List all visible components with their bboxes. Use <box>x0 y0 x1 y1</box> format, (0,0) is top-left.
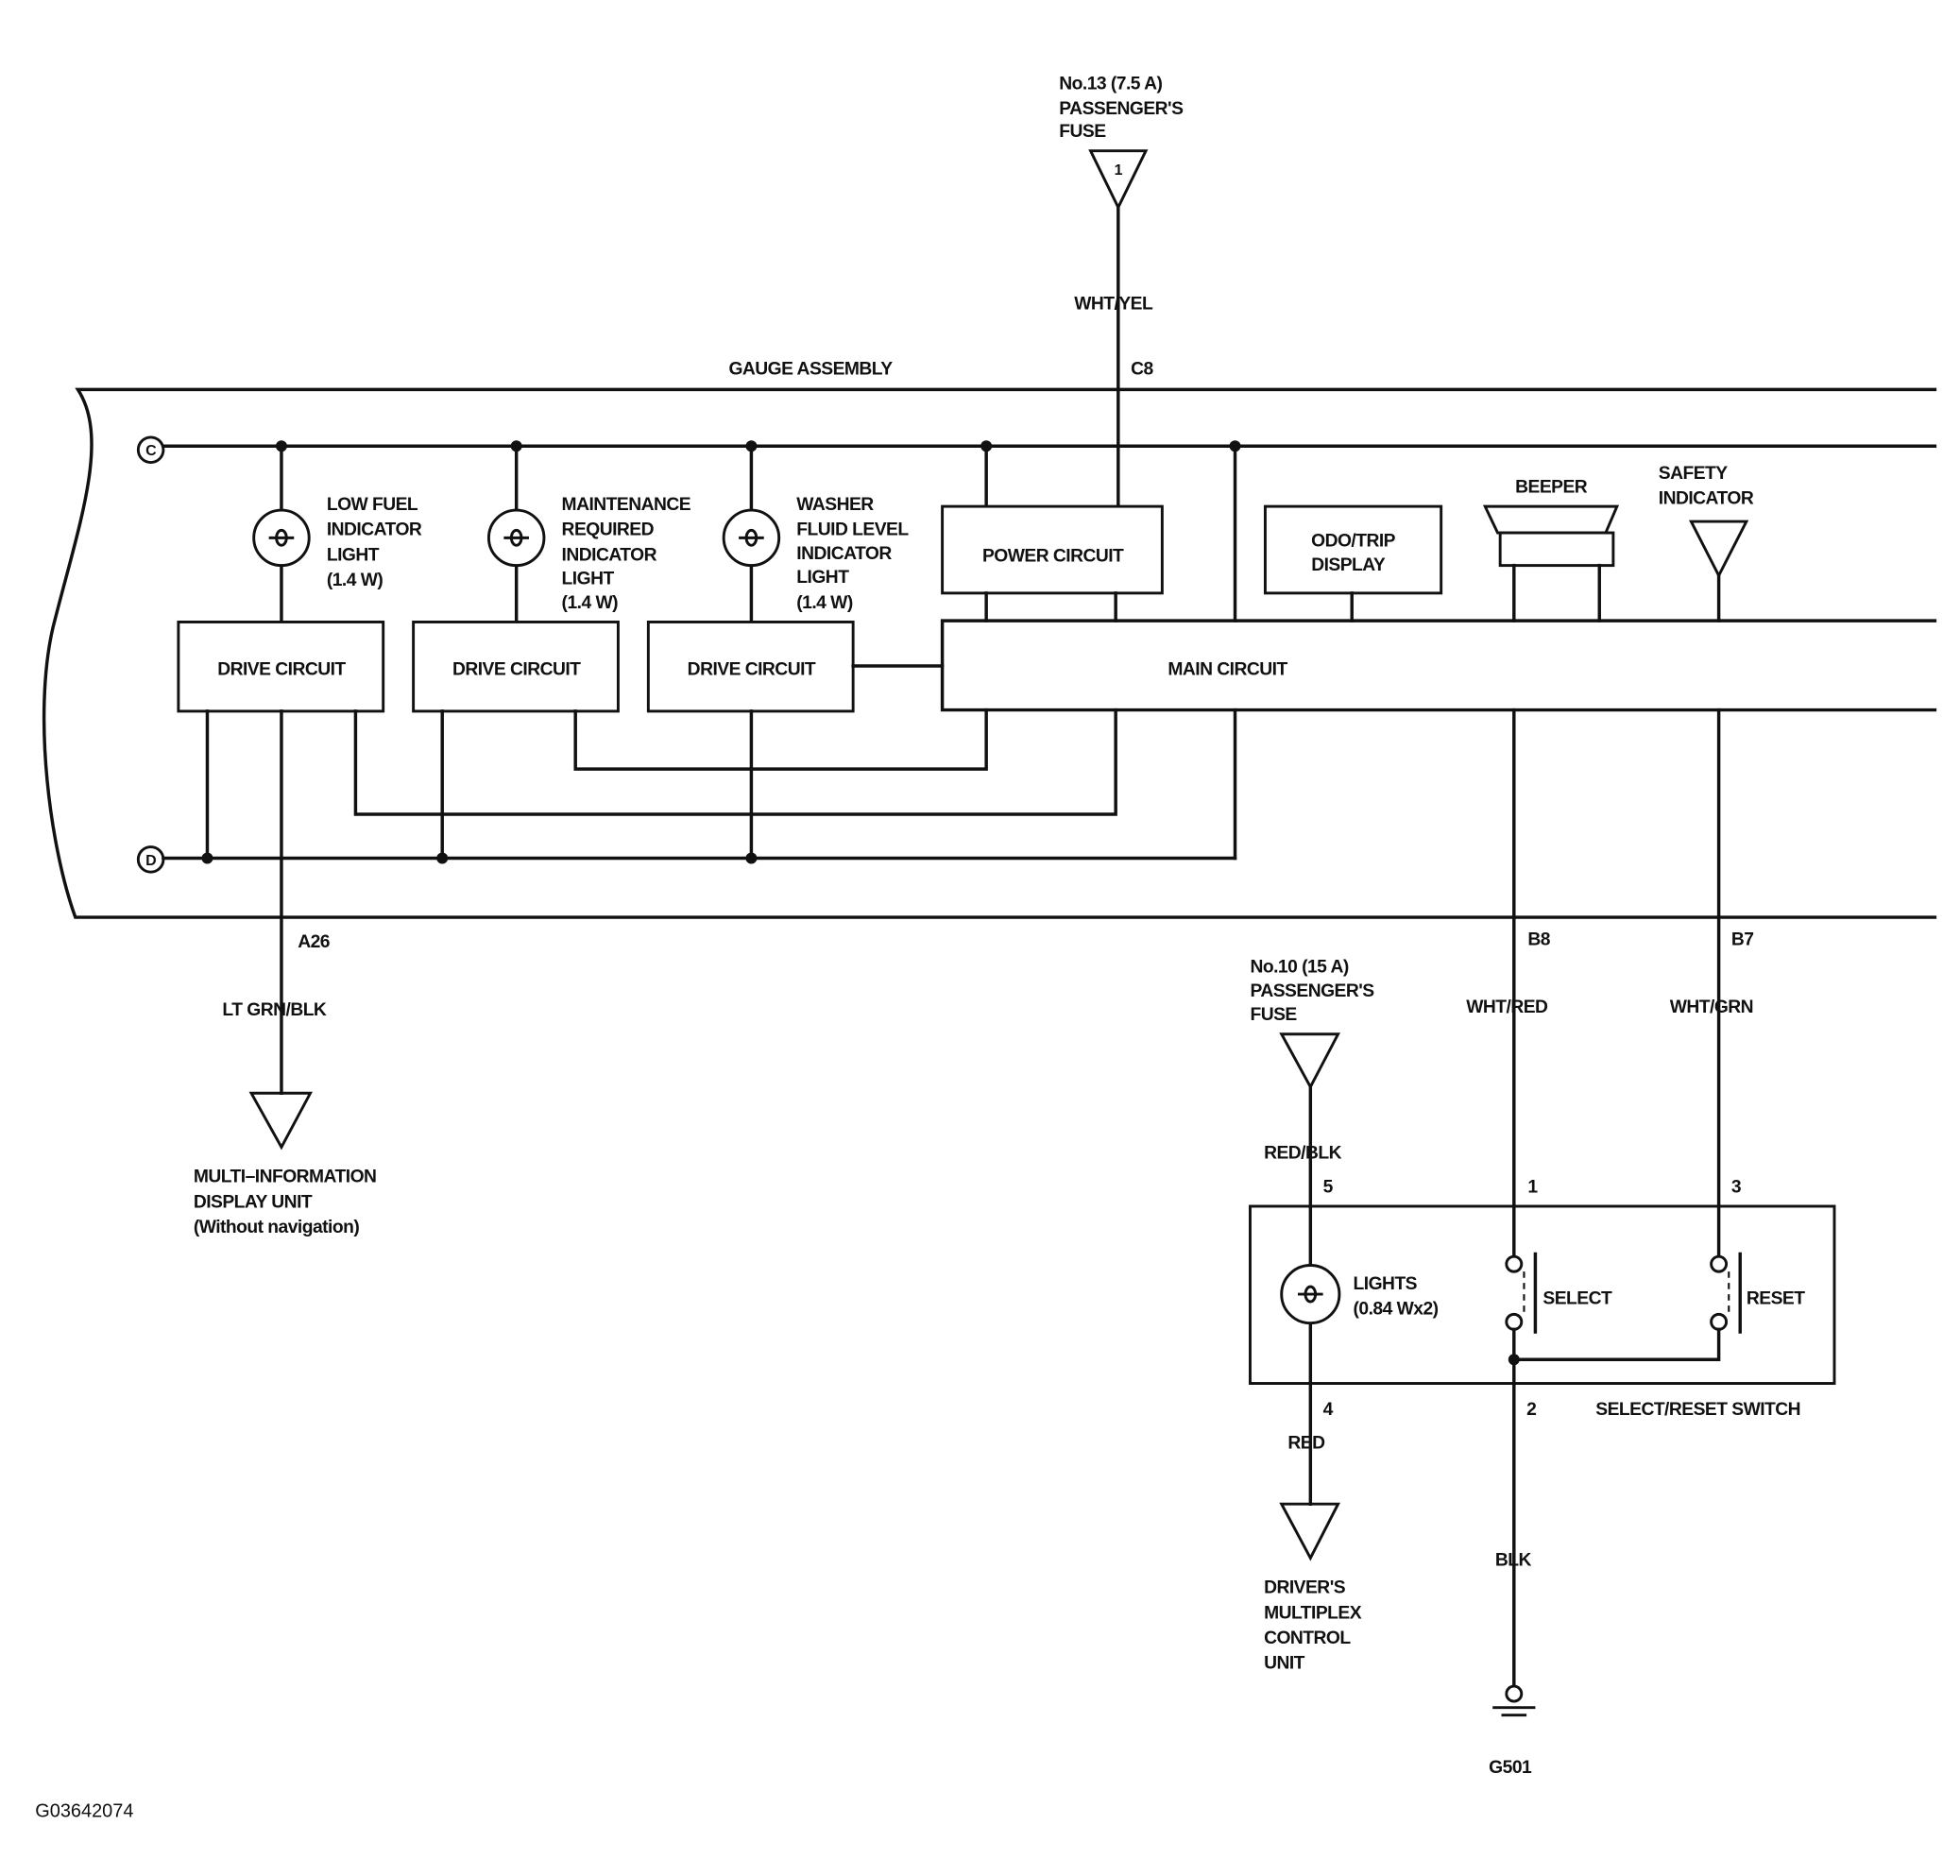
fuse-13: No.13 (7.5 A) PASSENGER'S FUSE 1 WHT/YEL <box>1059 74 1185 508</box>
fuse-13-label: No.13 (7.5 A) <box>1059 74 1162 94</box>
safety-indicator-label: SAFETY <box>1659 464 1728 484</box>
fuse-13-label: PASSENGER'S <box>1059 99 1184 119</box>
power-circuit-box <box>941 504 1164 595</box>
lamp-maintenance: MAINTENANCE REQUIRED INDICATOR LIGHT (1.… <box>486 495 691 613</box>
main-circuit-label: MAIN CIRCUIT <box>1167 659 1287 679</box>
drive-circuit-box <box>177 621 385 713</box>
wire-wht-red-label: WHT/RED <box>1466 998 1548 1017</box>
lamp-label: INDICATOR <box>796 544 892 564</box>
beeper-icon <box>1482 504 1620 535</box>
lamp-label: LIGHT <box>796 568 849 588</box>
lamp-label: INDICATOR <box>562 545 657 565</box>
figure-code: G03642074 <box>35 1800 133 1821</box>
reset-label: RESET <box>1747 1289 1805 1309</box>
wire-wht-yel-label: WHT/YEL <box>1074 294 1153 314</box>
wire-lt-grn-blk-label: LT GRN/BLK <box>222 1000 327 1020</box>
select-reset-switch-box <box>1249 1204 1836 1385</box>
lamp-label: WASHER <box>796 495 874 515</box>
gauge-assembly-title: GAUGE ASSEMBLY <box>728 359 893 379</box>
drive-circuit-label: DRIVE CIRCUIT <box>217 659 346 679</box>
lamp-label: LIGHT <box>327 545 380 565</box>
odo-trip-display-box <box>1263 504 1443 595</box>
odo-trip-display-label: ODO/TRIP <box>1311 532 1396 552</box>
drive-circuit-label: DRIVE CIRCUIT <box>688 659 816 679</box>
fuse-10-label: FUSE <box>1250 1005 1297 1025</box>
fuse-13-label: FUSE <box>1059 122 1106 142</box>
pin-label: 1 <box>1527 1177 1538 1197</box>
lamp-label: INDICATOR <box>327 520 422 540</box>
drivers-mcu-triangle <box>1279 1502 1340 1561</box>
ground-terminal-icon <box>1505 1684 1524 1703</box>
odo-trip-display-label: DISPLAY <box>1311 555 1386 575</box>
select-label: SELECT <box>1542 1289 1612 1309</box>
wire-red-label: RED <box>1287 1434 1325 1454</box>
wire-blk-label: BLK <box>1495 1550 1532 1570</box>
pin-label: 2 <box>1526 1400 1536 1420</box>
lamp-label: REQUIRED <box>562 520 655 540</box>
drive-circuit-box <box>412 621 620 713</box>
lights-label: (0.84 Wx2) <box>1354 1299 1439 1319</box>
lamp-label: (1.4 W) <box>327 571 383 590</box>
multi-info-display-label: (Without navigation) <box>194 1218 359 1237</box>
drivers-mcu-label: MULTIPLEX <box>1264 1603 1362 1623</box>
fuse-13-terminal: 1 <box>1115 162 1123 179</box>
main-circuit-box <box>940 619 1937 712</box>
fuse-10-triangle <box>1279 1032 1341 1090</box>
contact-icon <box>1710 1254 1729 1273</box>
wire-wht-grn-label: WHT/GRN <box>1670 998 1753 1017</box>
lamp-label: (1.4 W) <box>796 593 853 613</box>
lamp-label: (1.4 W) <box>562 593 619 613</box>
pin-label: 4 <box>1323 1400 1334 1420</box>
drive-circuit-label: DRIVE CIRCUIT <box>452 659 581 679</box>
bus-d-label: D <box>145 853 156 869</box>
drivers-mcu-label: CONTROL <box>1264 1629 1351 1648</box>
contact-icon <box>1505 1254 1524 1273</box>
lamp-label: FLUID LEVEL <box>796 520 909 540</box>
lamp-label: LIGHT <box>562 570 615 589</box>
bus-c-label: C <box>145 443 157 459</box>
contact-icon <box>1505 1312 1524 1331</box>
connector-a26-label: A26 <box>298 932 331 952</box>
lamp-washer: WASHER FLUID LEVEL INDICATOR LIGHT (1.4 … <box>722 495 910 613</box>
connector-c8-label: C8 <box>1131 359 1153 379</box>
fuse-10-label: No.10 (15 A) <box>1250 958 1348 978</box>
contact-icon <box>1710 1312 1729 1331</box>
select-reset-wiring: B8 B7 WHT/RED WHT/GRN No.10 (15 A) PASSE… <box>1249 708 1836 1778</box>
fuse-10-label: PASSENGER'S <box>1250 981 1374 1001</box>
connector-b7-label: B7 <box>1731 929 1754 949</box>
multi-info-display: A26 LT GRN/BLK MULTI–INFORMATION DISPLAY… <box>194 932 377 1237</box>
multi-info-display-label: DISPLAY UNIT <box>194 1192 313 1212</box>
wire-drive-to-main <box>353 708 1117 816</box>
drivers-mcu-label: UNIT <box>1264 1653 1305 1673</box>
safety-indicator-icon <box>1688 520 1749 579</box>
connector-b8-label: B8 <box>1527 929 1550 949</box>
fuse-13-triangle <box>1088 149 1149 211</box>
wire-red-blk-label: RED/BLK <box>1264 1143 1342 1163</box>
lights-label: LIGHTS <box>1354 1274 1418 1294</box>
safety-indicator-label: INDICATOR <box>1659 488 1754 508</box>
drivers-mcu-label: DRIVER'S <box>1264 1578 1346 1598</box>
ground-label: G501 <box>1489 1758 1532 1778</box>
pin-label: 5 <box>1323 1177 1334 1197</box>
lamp-label: LOW FUEL <box>327 495 418 515</box>
beeper-label: BEEPER <box>1515 477 1588 497</box>
wire-drive-to-main <box>573 708 988 771</box>
select-reset-switch-title: SELECT/RESET SWITCH <box>1595 1400 1800 1420</box>
gauge-assembly-outline <box>42 387 1937 919</box>
multi-info-display-label: MULTI–INFORMATION <box>194 1168 377 1187</box>
gauge-assembly: GAUGE ASSEMBLY C8 C D LOW FUEL INDICATOR… <box>42 359 1937 1095</box>
power-circuit-label: POWER CIRCUIT <box>982 547 1124 567</box>
multi-info-display-triangle <box>248 1091 313 1151</box>
pin-label: 3 <box>1731 1177 1742 1197</box>
lamp-label: MAINTENANCE <box>562 495 691 515</box>
beeper-icon <box>1498 531 1615 568</box>
junction-dot <box>1508 1354 1520 1366</box>
wire-reset-common <box>1512 1327 1721 1361</box>
bus-c-marker <box>136 435 165 465</box>
lamp-low-fuel: LOW FUEL INDICATOR LIGHT (1.4 W) <box>252 495 422 590</box>
